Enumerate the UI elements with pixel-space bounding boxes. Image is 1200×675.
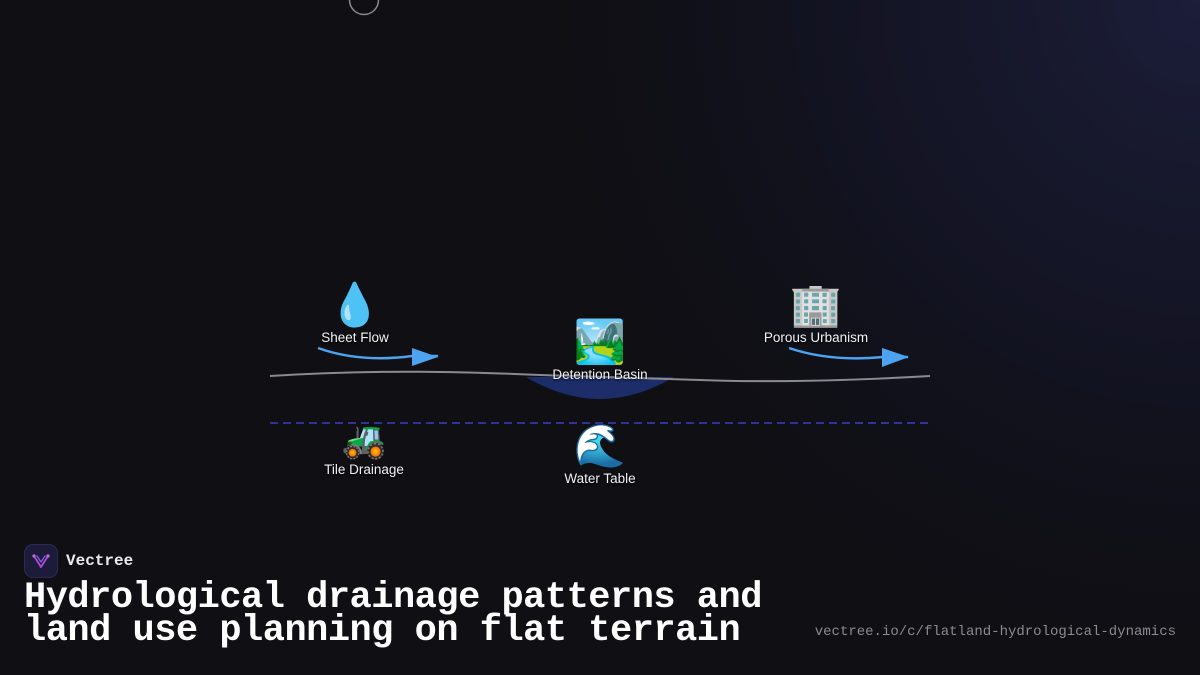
porous-urbanism-flow-arrow xyxy=(788,346,908,360)
node-label-detention-basin: Detention Basin xyxy=(552,367,648,382)
national-park-icon: 🏞️ xyxy=(573,317,627,366)
node-sheet-flow: 💧 Sheet Flow xyxy=(321,280,389,346)
office-building-icon: 🏢 xyxy=(789,280,843,329)
vectree-logo-mark xyxy=(32,554,50,568)
water-droplet-icon: 💧 xyxy=(328,280,382,329)
source-url[interactable]: vectree.io/c/flatland-hydrological-dynam… xyxy=(814,624,1176,640)
node-water-table: 🌊 Water Table xyxy=(564,421,636,487)
detention-basin-shape xyxy=(526,377,674,399)
sheet-flow-arrow xyxy=(317,346,438,360)
porous-urbanism-flow-arrowhead xyxy=(882,348,909,367)
page-title: Hydrological drainage patterns and land … xyxy=(24,577,762,652)
sheet-flow-arrowhead xyxy=(412,348,438,366)
brand-name: Vectree xyxy=(66,552,134,570)
node-detention-basin: 🏞️ Detention Basin xyxy=(552,317,648,383)
brand: Vectree xyxy=(24,544,133,578)
node-label-porous-urbanism: Porous Urbanism xyxy=(763,330,869,345)
node-tile-drainage: 🚜 Tile Drainage xyxy=(324,420,404,478)
node-label-sheet-flow: Sheet Flow xyxy=(321,330,389,345)
tractor-icon: 🚜 xyxy=(341,420,387,461)
node-label-tile-drainage: Tile Drainage xyxy=(324,462,404,477)
water-wave-icon: 🌊 xyxy=(573,421,627,470)
node-label-water-table: Water Table xyxy=(564,471,636,486)
node-porous-urbanism: 🏢 Porous Urbanism xyxy=(763,280,869,346)
top-circle-marker xyxy=(348,0,380,16)
vectree-logo-icon xyxy=(24,544,58,578)
terrain-surface-line xyxy=(269,370,931,383)
